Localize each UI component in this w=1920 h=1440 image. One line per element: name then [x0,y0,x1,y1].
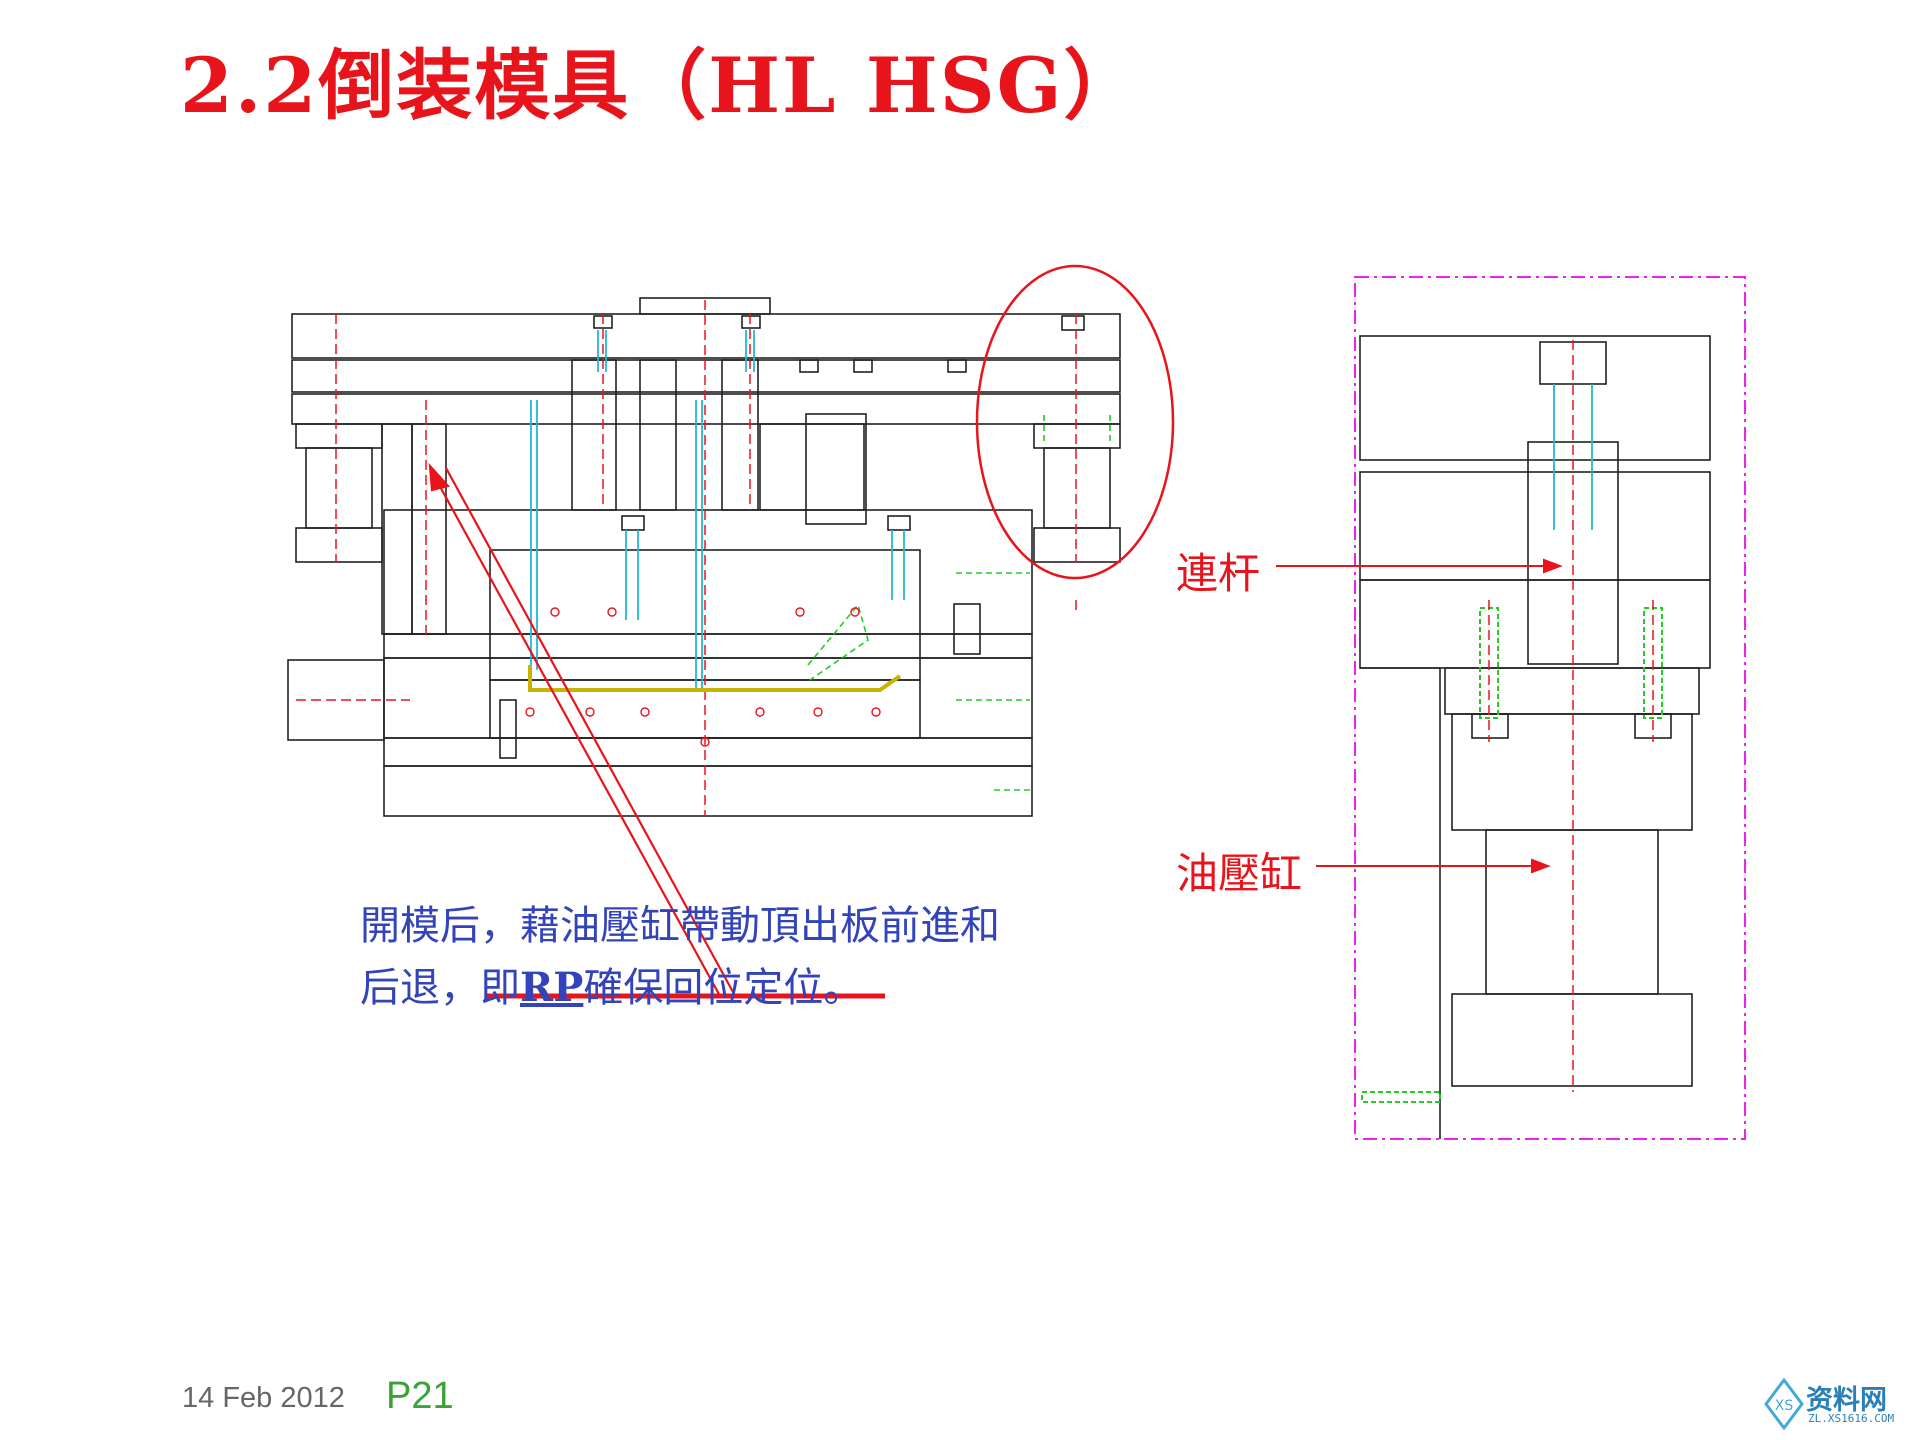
detail-bolt [1553,384,1593,530]
green-details [807,415,1111,791]
annotation-note: 開模后，藉油壓缸帶動頂出板前進和 后退，即RP確保回位定位。 [360,895,1060,1019]
note-rp: RP [520,964,584,1011]
svg-text:XS: XS [1775,1398,1794,1414]
detail-dowels [1361,607,1663,1103]
watermark-sub: ZL.XS1616.COM [1808,1412,1895,1425]
highlight-ellipse [975,264,1175,580]
detail-frame [1354,276,1746,1140]
footer-date: 14 Feb 2012 [182,1382,345,1414]
part-profile [528,665,902,692]
note-arrow [428,462,734,997]
note-suffix: 確保回位定位。 [583,965,864,1011]
label-hydraulic-cylinder: 油壓缸 [1176,849,1303,898]
note-prefix: 后退，即 [360,965,520,1011]
callout-arrows [1276,558,1563,874]
center-lines [296,300,1077,816]
note-line-1: 開模后，藉油壓缸帶動頂出板前進和 [360,903,1000,949]
watermark-logo-icon: XS [1764,1377,1804,1431]
note-line-2: 后退，即RP確保回位定位。 [360,957,1060,1019]
watermark-text: 资料网 [1806,1385,1887,1416]
footer-page-number: P21 [386,1375,454,1417]
label-link-rod: 連杆 [1176,549,1261,598]
slide-title: 2.2倒装模具（HL HSG） [180,41,1142,130]
mold-assembly [287,297,1121,817]
watermark: XS 资料网 ZL.XS1616.COM [1762,1374,1902,1434]
detail-center-lines [1488,340,1654,1092]
detail-assembly [1359,335,1711,1139]
holes [525,607,881,747]
